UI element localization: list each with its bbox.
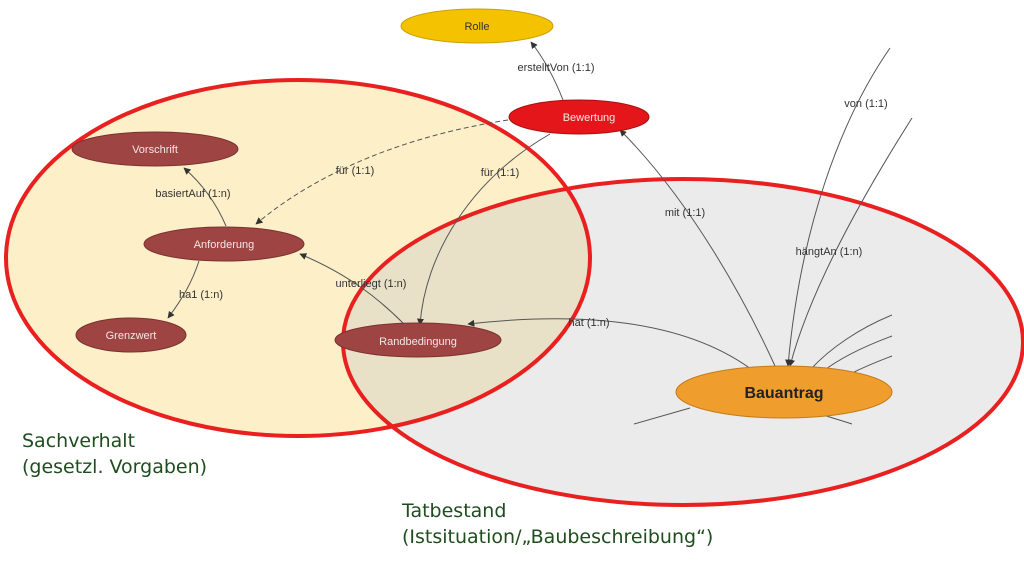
label-von: von (1:1) bbox=[844, 98, 887, 110]
label-erstellt-von: erstelltVon (1:1) bbox=[517, 62, 594, 74]
caption-sachverhalt-subtitle: (gesetzl. Vorgaben) bbox=[22, 456, 208, 478]
node-grenzwert[interactable]: Grenzwert bbox=[75, 317, 187, 353]
node-anforderung[interactable]: Anforderung bbox=[143, 226, 305, 262]
caption-tatbestand: Tatbestand (Istsituation/„Baubeschreibun… bbox=[402, 498, 713, 550]
edge-von bbox=[785, 47, 891, 367]
node-bewertung-label: Bewertung bbox=[563, 112, 616, 124]
edge-ha1 bbox=[167, 260, 200, 319]
sachverhalt-outline bbox=[4, 78, 592, 438]
node-bewertung[interactable]: Bewertung bbox=[508, 99, 650, 135]
edge-extra-bottom-left bbox=[633, 407, 691, 425]
label-fuer-dashed: für (1:1) bbox=[336, 165, 375, 177]
edge-erstellt-von bbox=[530, 41, 564, 101]
node-randbedingung-label: Randbedingung bbox=[379, 336, 457, 348]
node-rolle[interactable]: Rolle bbox=[400, 8, 554, 44]
node-bauantrag-label: Bauantrag bbox=[744, 385, 823, 402]
label-hat: hat (1:n) bbox=[569, 317, 610, 329]
edge-unterliegt bbox=[299, 253, 405, 325]
edge-hat bbox=[467, 318, 756, 373]
edge-mit bbox=[619, 129, 776, 367]
edge-haengt-an bbox=[788, 117, 913, 367]
caption-tatbestand-subtitle: (Istsituation/„Baubeschreibung“) bbox=[402, 526, 714, 548]
label-basiert-auf: basiertAuf (1:n) bbox=[155, 188, 230, 200]
label-haengt-an: hängtAn (1:n) bbox=[796, 246, 863, 258]
node-randbedingung[interactable]: Randbedingung bbox=[334, 322, 502, 358]
edge-fuer-solid bbox=[416, 133, 551, 326]
node-vorschrift[interactable]: Vorschrift bbox=[71, 131, 239, 167]
label-mit: mit (1:1) bbox=[665, 207, 705, 219]
edge-extra-right-1 bbox=[809, 314, 893, 371]
node-anforderung-label: Anforderung bbox=[194, 239, 255, 251]
node-grenzwert-label: Grenzwert bbox=[106, 330, 157, 342]
edge-fuer-dashed bbox=[255, 119, 509, 225]
caption-tatbestand-title: Tatbestand bbox=[402, 500, 507, 522]
label-fuer-solid: für (1:1) bbox=[481, 167, 520, 179]
node-rolle-label: Rolle bbox=[464, 21, 489, 33]
node-vorschrift-label: Vorschrift bbox=[132, 144, 178, 156]
edge-basiert-auf bbox=[183, 167, 227, 227]
node-bauantrag[interactable]: Bauantrag bbox=[675, 365, 893, 419]
label-ha1: ha1 (1:n) bbox=[179, 289, 223, 301]
caption-sachverhalt: Sachverhalt (gesetzl. Vorgaben) bbox=[22, 428, 207, 480]
caption-sachverhalt-title: Sachverhalt bbox=[22, 430, 136, 452]
label-unterliegt: unterliegt (1:n) bbox=[336, 278, 407, 290]
